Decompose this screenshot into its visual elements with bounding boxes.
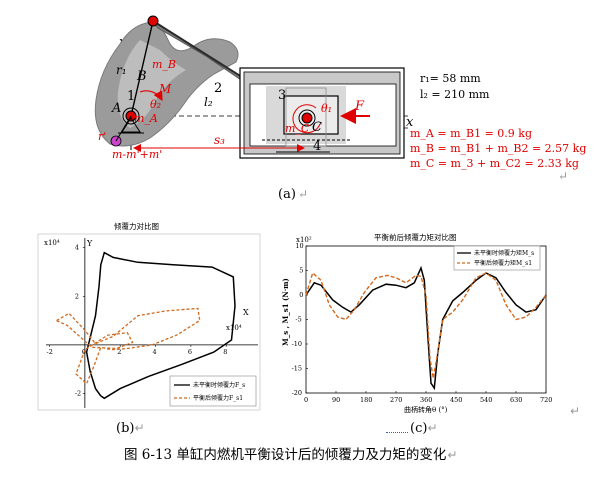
chart-c-y-tick-label: -15 [292, 365, 302, 373]
chart-c-y-tick-label: -5 [295, 316, 301, 324]
chart-c-y-tick-label: 10 [295, 242, 303, 250]
figure-a-label: (a) [278, 187, 296, 202]
chart-c-return: ↵ [570, 404, 581, 418]
ground-support-A [121, 117, 141, 133]
figure-c-return: ↵ [427, 421, 438, 435]
figure-c-label: (c) [410, 421, 428, 436]
force-label: F [354, 99, 365, 114]
joint-A-ring [122, 107, 140, 125]
counterweight-arm [115, 115, 132, 142]
mass-eq-2: m_B = m_B1 + m_B2 = 2.57 kg [410, 142, 586, 155]
caption-return: ↵ [447, 448, 458, 462]
chart-b-x-tick-label: 8 [223, 348, 227, 356]
crank-inner-shade [117, 40, 186, 128]
chart-c-y-tick-label: 0 [299, 291, 303, 299]
chart-b-axis-y-name: Y [86, 239, 93, 248]
mC-label: m_C [285, 122, 310, 135]
point-C-label: C [312, 120, 322, 135]
chart-c-x-tick-label: 0 [304, 396, 308, 404]
chart-b-series [56, 251, 236, 400]
chart-b-y-tick-label: 4 [75, 244, 79, 252]
link-1-label: 1 [127, 89, 135, 104]
x-axis-label: x [406, 115, 414, 130]
mB-label: m_B [152, 58, 176, 71]
point-B-label: B [136, 69, 147, 84]
chart-c-title: 平衡前后倾覆力矩对比图 [374, 232, 457, 242]
chart-c-x-tick-label: 360 [420, 396, 432, 404]
chart-c-return-row: ↵ [570, 400, 580, 419]
link-3-label: 3 [278, 88, 286, 103]
chart-c-x-tick-label: 630 [510, 396, 522, 404]
chart-c-y-tick-label: -20 [292, 389, 302, 397]
chart-c-y-tick-label: 5 [299, 267, 303, 275]
chart-c-exp-y: x10² [296, 236, 312, 244]
param-line-1: r₁= 58 mm [420, 72, 481, 85]
r-prime-label: r' [98, 130, 106, 143]
chart-c-x-tick-label: 450 [450, 396, 462, 404]
joint-C [301, 112, 313, 124]
param-line-2: l₂ = 210 mm [420, 88, 490, 101]
chart-c-x-tick-label: 90 [332, 396, 340, 404]
figure-a-return: ↵ [298, 187, 308, 201]
mechanism-diagram: y x F s₃ A B C 1 2 3 4 r₁ l₂ m_B m_A m_C [94, 15, 586, 202]
overturning-moment-chart: 平衡前后倾覆力矩对比图 x10² M_s , M_s1 (N·m) 曲柄转角θ … [281, 232, 553, 414]
chart-c-x-tick-label: 720 [540, 396, 552, 404]
crank-arm [130, 20, 154, 117]
m-prime-label: m-m'+m' [112, 148, 162, 161]
chart-b-series-line-1 [56, 307, 201, 385]
chart-c-y-tick-label: -10 [292, 340, 302, 348]
chart-b-x-tick-label: 2 [117, 348, 121, 356]
chart-c-x-tick-label: 540 [480, 396, 492, 404]
caption-text: 图 6-13 单缸内燃机平衡设计后的倾覆力及力矩的变化 [124, 447, 447, 463]
chart-c-legend-box [453, 245, 541, 271]
chart-b-y-tick-label: 2 [75, 292, 79, 300]
chart-c-ylabel: M_s , M_s1 (N·m) [281, 278, 290, 346]
joint-B [147, 15, 159, 27]
spellcheck-underline [386, 432, 408, 433]
chart-c-x-tick-label: 180 [360, 396, 372, 404]
l2-label: l₂ [204, 95, 213, 109]
mass-eq-1: m_A = m_B1 = 0.9 kg [410, 127, 532, 140]
chart-c-x-tick-label: 270 [390, 396, 402, 404]
figure-caption: 图 6-13 单缸内燃机平衡设计后的倾覆力及力矩的变化↵ [124, 443, 457, 463]
chart-b-x-tick-label: 6 [188, 348, 192, 356]
chart-b-legend-label-1: 平衡后倾覆力F_s1 [193, 394, 243, 402]
figure-c-label-row: (c)↵ [410, 421, 438, 436]
mass-return-mark: ↵ [558, 169, 568, 183]
point-A-label: A [111, 101, 121, 116]
mass-eq-3: m_C = m_3 + m_C2 = 2.33 kg [410, 157, 579, 170]
chart-b-y-tick-label: -2 [75, 389, 81, 397]
chart-b-axis-x-name: X [243, 308, 249, 317]
moment-label: M [158, 82, 172, 96]
theta2-label: θ₂ [150, 98, 161, 111]
chart-b-x-tick-label: 4 [153, 348, 157, 356]
chart-b-x-tick-label: -2 [47, 348, 53, 356]
chart-c-legend-label-0: 未平衡时倾覆力矩M_s [474, 249, 534, 257]
chart-b-legend-label-0: 未平衡时倾覆力F_s [193, 381, 245, 389]
joint-C-ring [298, 109, 316, 127]
chart-b-exp-y: x10⁴ [44, 239, 60, 247]
figure-b-return: ↵ [134, 421, 145, 435]
chart-c-series [305, 265, 547, 391]
s3-label: s₃ [214, 133, 225, 147]
angle-arc-C [292, 104, 321, 134]
chart-c-xlabel: 曲柄转角θ (°) [404, 405, 448, 414]
mA-label: m_A [134, 112, 158, 125]
piston-skirt [285, 87, 327, 147]
theta1-label: θ₁ [321, 102, 332, 115]
chart-b-legend-box [169, 375, 257, 407]
figure-b-label-row: (b)↵ [116, 421, 145, 436]
link-2-label: 2 [214, 81, 222, 96]
chart-c-legend-label-1: 平衡后倾覆力矩M_s1 [474, 259, 532, 267]
chart-c-ticks: 0 90 180 270 360 450 540 630 720 10 5 0 -5 -10 -15 -20 [292, 242, 553, 404]
chart-c-series-line-0 [305, 265, 547, 391]
chart-c-series-line-1 [305, 271, 547, 379]
link-4-label: 4 [313, 139, 321, 154]
r1-label: r₁ [116, 63, 127, 77]
figure-b-label: (b) [116, 421, 135, 436]
moment-arc [139, 90, 163, 102]
chart-b-exp-x: x10⁴ [226, 324, 242, 332]
chart-b-title: 倾覆力对比图 [114, 221, 159, 231]
